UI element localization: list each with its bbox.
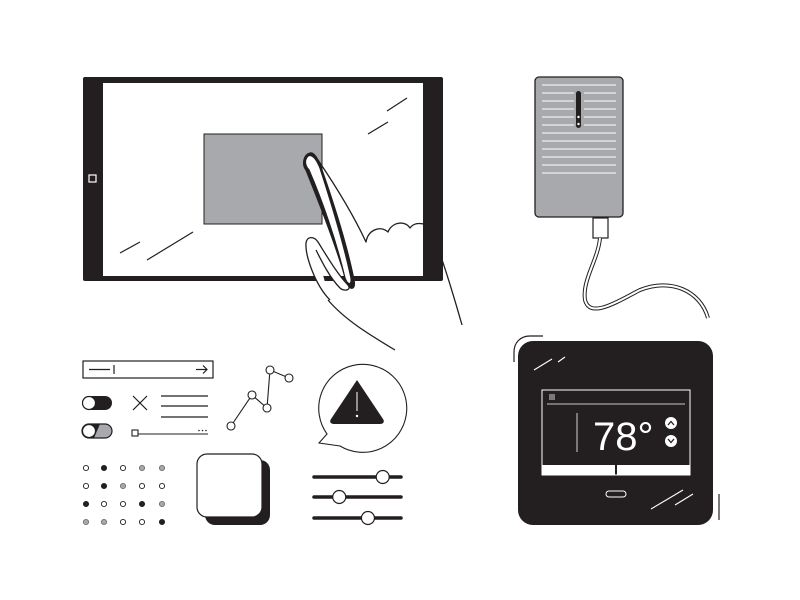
- warning-bubble: [317, 363, 408, 453]
- dot-gray: [82, 518, 90, 526]
- slider-knob[interactable]: [360, 510, 376, 526]
- home-button-icon[interactable]: [88, 174, 97, 183]
- slider-group: [312, 469, 403, 526]
- plug: [592, 217, 609, 239]
- chevron-down-icon[interactable]: [665, 435, 677, 447]
- screen-tile[interactable]: [203, 133, 323, 225]
- power-adapter: [534, 76, 710, 319]
- hamburger-icon[interactable]: [549, 394, 555, 400]
- text-lines-icon: [161, 395, 208, 418]
- arrow-right-icon[interactable]: [196, 365, 208, 374]
- slider-knob[interactable]: [375, 469, 390, 485]
- right-soft-button[interactable]: [617, 465, 690, 475]
- indicator-slot: [576, 91, 581, 128]
- dot-filled: [138, 500, 146, 508]
- checkbox-icon[interactable]: [131, 429, 139, 437]
- more-dots-icon[interactable]: [198, 429, 207, 432]
- glare-lines: [119, 97, 408, 261]
- dot-empty: [138, 518, 146, 526]
- left-soft-button[interactable]: [542, 465, 615, 475]
- dot-filled: [158, 518, 166, 526]
- cable: [583, 237, 709, 319]
- toggle-on[interactable]: [81, 395, 112, 411]
- dot-empty: [119, 518, 127, 526]
- thermostat-screen: [541, 389, 691, 476]
- checkbox-slider[interactable]: [131, 429, 208, 437]
- pointing-hand: [303, 152, 463, 351]
- dot-grid: [82, 464, 166, 526]
- home-pill-button[interactable]: [605, 490, 627, 498]
- dot-empty: [100, 500, 108, 508]
- slider-knob[interactable]: [332, 489, 347, 505]
- dot-empty: [119, 464, 127, 472]
- dot-gray: [138, 464, 146, 472]
- toggle-partial[interactable]: [81, 423, 113, 439]
- dot-gray: [100, 518, 108, 526]
- line-chart-icon: [226, 365, 294, 431]
- dot-empty: [82, 464, 90, 472]
- dot-empty: [82, 482, 90, 490]
- dot-gray: [158, 464, 166, 472]
- chevron-up-icon[interactable]: [665, 417, 677, 429]
- temperature-readout: 78°: [593, 415, 654, 459]
- dot-filled: [100, 464, 108, 472]
- dot-gray: [158, 500, 166, 508]
- vent-lines: [542, 84, 616, 174]
- card-stack[interactable]: [196, 453, 270, 525]
- dot-empty: [119, 500, 127, 508]
- thermostat: 78°: [513, 335, 720, 525]
- dot-filled: [82, 500, 90, 508]
- dot-filled: [100, 482, 108, 490]
- dot-empty: [158, 482, 166, 490]
- tablet: [83, 77, 443, 281]
- dot-empty: [138, 482, 146, 490]
- close-icon[interactable]: [132, 395, 148, 411]
- dot-gray: [119, 482, 127, 490]
- search-bar[interactable]: [82, 360, 214, 379]
